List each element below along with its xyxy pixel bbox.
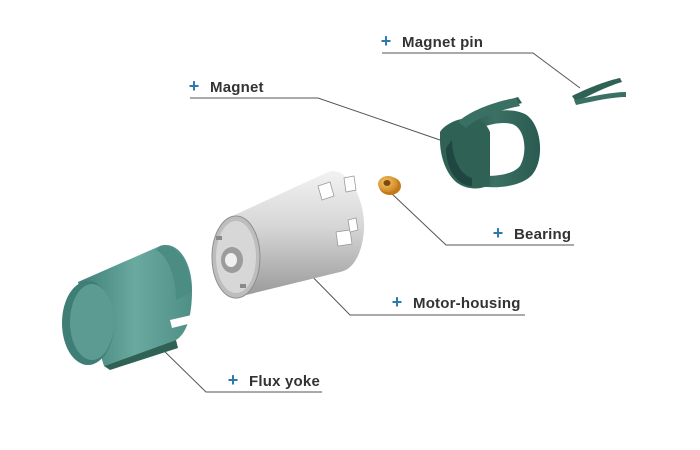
label-magnet-pin[interactable]: + Magnet pin — [380, 32, 483, 52]
label-motor-housing[interactable]: + Motor-housing — [391, 293, 521, 313]
plus-icon[interactable]: + — [380, 31, 392, 51]
bearing-part — [378, 176, 401, 195]
leader-magnet-pin — [382, 52, 581, 89]
leader-magnet — [190, 97, 441, 141]
leader-bearing — [389, 191, 574, 246]
label-text: Flux yoke — [249, 373, 320, 390]
label-bearing[interactable]: + Bearing — [492, 224, 571, 244]
label-text: Magnet — [210, 79, 264, 96]
plus-icon[interactable]: + — [492, 223, 504, 243]
leader-lines — [157, 52, 581, 393]
plus-icon[interactable]: + — [227, 370, 239, 390]
magnet-part — [440, 97, 541, 189]
motor-housing-part — [211, 171, 365, 299]
label-text: Bearing — [514, 226, 572, 243]
label-flux-yoke[interactable]: + Flux yoke — [227, 371, 320, 391]
plus-icon[interactable]: + — [391, 292, 403, 312]
leader-motor-housing — [297, 261, 525, 316]
magnet-pin-part — [572, 78, 626, 105]
label-text: Motor-housing — [413, 295, 521, 312]
plus-icon[interactable]: + — [188, 76, 200, 96]
label-magnet[interactable]: + Magnet — [188, 77, 264, 97]
leader-flux-yoke — [157, 344, 322, 393]
label-text: Magnet pin — [402, 34, 484, 51]
flux-yoke-part — [62, 245, 196, 370]
